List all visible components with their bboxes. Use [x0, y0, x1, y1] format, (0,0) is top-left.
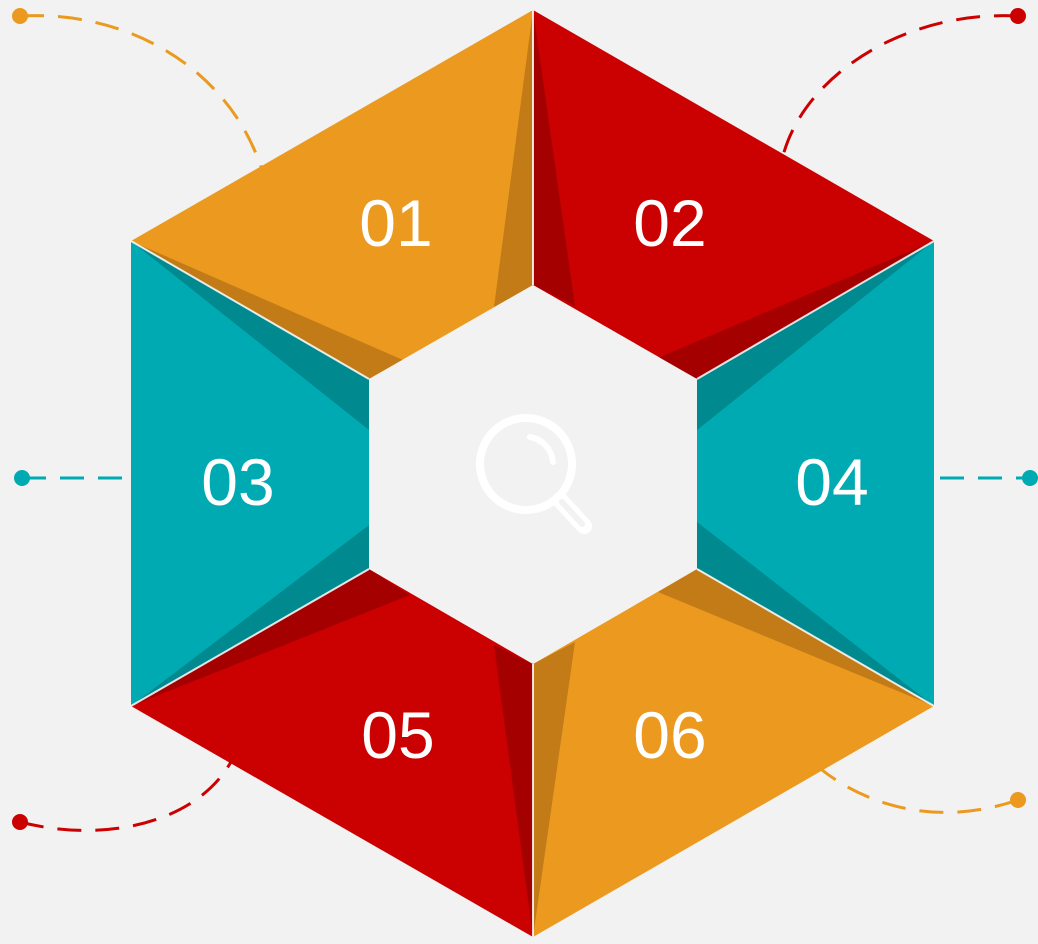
search-icon[interactable]: [476, 414, 592, 534]
segment-06-label: 06: [633, 698, 706, 772]
connector-01: [12, 8, 264, 171]
center-hexagon: [369, 285, 697, 664]
connector-03-dot: [14, 470, 30, 486]
connector-04-dot: [1022, 470, 1038, 486]
segment-05[interactable]: 05: [131, 569, 533, 937]
connector-02-line: [780, 14, 1019, 161]
segment-02-shade-right: [658, 241, 934, 379]
connector-06-line: [821, 768, 1019, 814]
separator-bottom-right: [696, 568, 935, 707]
connector-03: [14, 470, 130, 486]
segment-05-shade-right: [494, 645, 533, 937]
separator-top-left: [130, 240, 370, 380]
connector-02-dot: [1010, 8, 1026, 24]
segment-06[interactable]: 06: [533, 569, 934, 937]
segment-01-shade-right: [494, 10, 533, 307]
segment-05-shade-left: [131, 569, 410, 706]
segment-04-label: 04: [795, 445, 868, 519]
connector-05-dot: [12, 814, 28, 830]
segment-separators: [130, 10, 935, 937]
segment-06-shade-left: [533, 642, 575, 937]
search-icon-handle-inner: [559, 499, 585, 527]
search-icon-lens: [476, 414, 576, 514]
connector-05: [12, 759, 234, 832]
connector-06: [821, 768, 1026, 814]
connector-01-dot: [12, 8, 28, 24]
segment-03-shade-bottom: [131, 525, 369, 706]
segment-04[interactable]: 04: [697, 241, 934, 706]
segment-06-shade-right: [658, 569, 934, 706]
connector-02: [780, 8, 1026, 161]
connector-01-line: [19, 14, 264, 171]
segment-01-label: 01: [359, 186, 432, 260]
segment-01[interactable]: 01: [131, 10, 533, 379]
segment-05-label: 05: [361, 698, 434, 772]
connector-05-line: [19, 759, 234, 832]
segment-02-shade-left: [533, 10, 575, 306]
segment-03-shade-top: [131, 241, 369, 430]
segment-03-label: 03: [201, 445, 274, 519]
segment-01-shade-left: [131, 241, 403, 379]
separator-bottom-left: [130, 568, 370, 707]
segment-03[interactable]: 03: [131, 241, 369, 706]
search-icon-glint: [527, 434, 556, 465]
separator-top-right: [696, 240, 935, 380]
segment-02-label: 02: [633, 186, 706, 260]
segment-04-shade-top: [697, 241, 934, 430]
segment-02[interactable]: 02: [533, 10, 934, 379]
connector-06-dot: [1010, 792, 1026, 808]
segment-04-shade-bottom: [697, 522, 934, 706]
connector-04: [940, 470, 1038, 486]
